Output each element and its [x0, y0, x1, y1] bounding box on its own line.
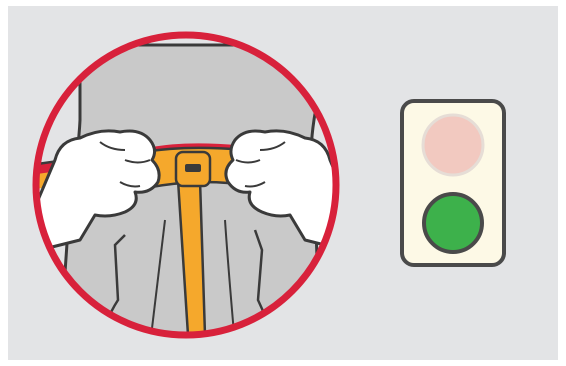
green-lamp-icon: [424, 194, 482, 252]
red-lamp-icon: [423, 115, 483, 175]
buckle-slot: [185, 164, 201, 172]
traffic-light-icon: [402, 101, 504, 265]
